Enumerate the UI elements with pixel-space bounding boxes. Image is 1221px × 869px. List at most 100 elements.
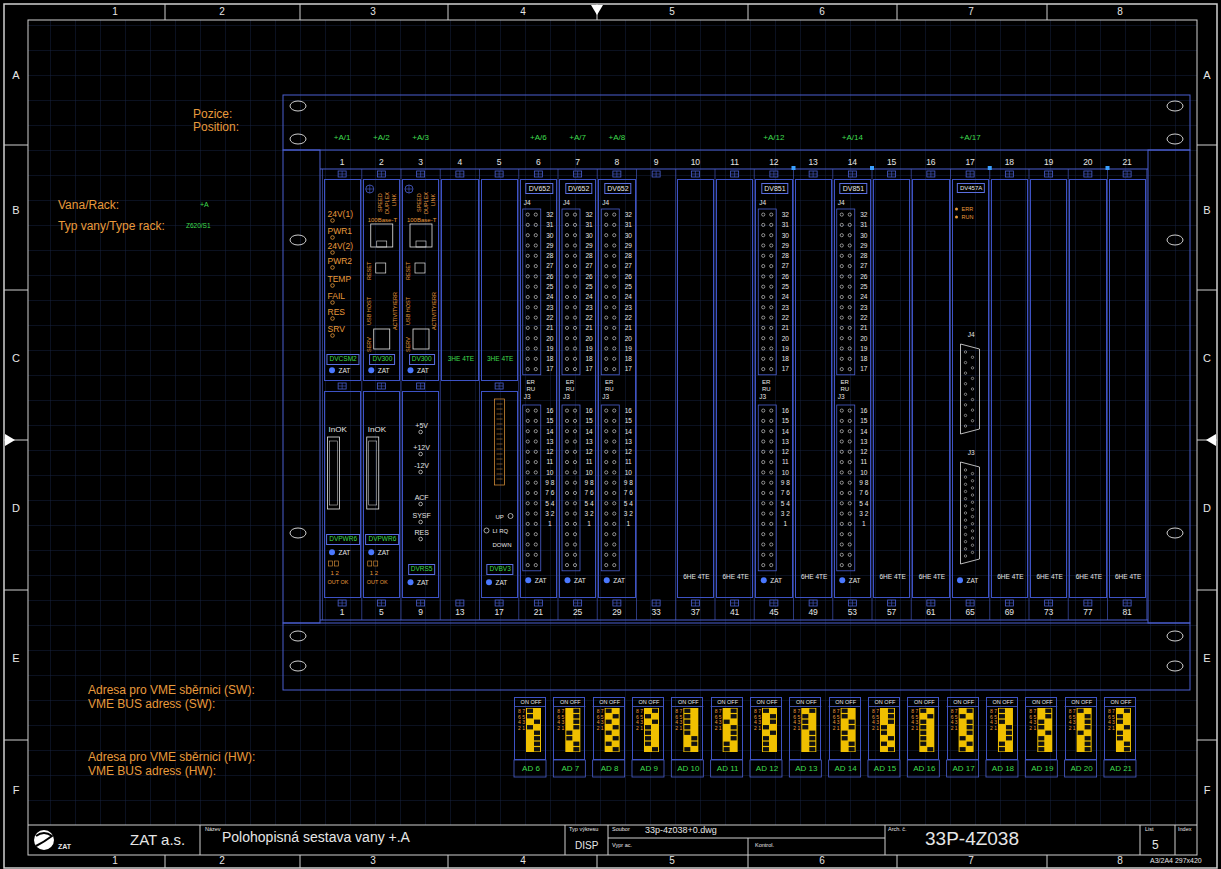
module-label: ACF	[415, 494, 429, 501]
connector-pin	[770, 265, 773, 268]
connector-pin	[565, 244, 568, 247]
screw-symbol	[848, 171, 856, 177]
module-label: J4	[563, 200, 570, 207]
dip-toggle	[684, 747, 690, 751]
connector-pin	[848, 430, 851, 433]
dsub-pin	[971, 494, 973, 496]
grid-row-letter: B	[1203, 205, 1210, 216]
connector-pin	[770, 234, 773, 237]
module-card: DV652J432 31 30 29 28 27 26 25 24 23 22 …	[559, 179, 596, 598]
slot-address: 73	[1044, 608, 1053, 617]
dip-toggle	[573, 714, 579, 718]
screw-symbol	[338, 383, 346, 389]
dip-label: 8 7 6 5 4 3 2 1	[872, 709, 879, 731]
connector-pin	[762, 275, 765, 278]
field-caption: Vypr ac.	[612, 843, 632, 849]
module-label: J4	[968, 332, 975, 339]
dip-toggle	[573, 725, 579, 729]
dsub-pin	[964, 361, 966, 363]
blank-panel-label: 6HE 4TE	[919, 574, 945, 581]
grid-column-number: 5	[669, 856, 675, 866]
dip-toggle	[1038, 720, 1044, 724]
connector-pin	[840, 326, 843, 329]
connector-pin	[573, 419, 576, 422]
connector-pin	[848, 347, 851, 350]
connector-pin	[613, 533, 616, 536]
slot-address: 37	[691, 608, 700, 617]
connector-pin	[848, 306, 851, 309]
connector-pin	[534, 295, 537, 298]
module-label: TEMP	[328, 275, 352, 284]
module-label: ZAT	[967, 578, 979, 585]
dip-toggle	[967, 709, 973, 713]
connector-pin	[573, 326, 576, 329]
connector-pin	[840, 543, 843, 546]
connector-pin	[534, 275, 537, 278]
dip-label: ON OFF	[560, 700, 581, 706]
address-caption: Adresa pro VME sběrnici (HW):	[88, 751, 255, 763]
pin-numbers: 32 31 30 29 28 27 26 25 24 23 22 21 20 1…	[779, 210, 791, 375]
connector-pin	[770, 326, 773, 329]
screw-symbol	[1084, 600, 1092, 606]
connector-pin	[770, 543, 773, 546]
grid-row-letter: F	[13, 785, 20, 796]
pin-numbers: 16 15 14 13 12 11 10 9 8 7 6 5 4 3 2 1	[779, 406, 791, 530]
dip-toggle	[1117, 731, 1123, 735]
module-label: J3	[524, 394, 531, 401]
connector-pin	[770, 471, 773, 474]
dip-toggle	[960, 714, 966, 718]
module-label: DUPLEX	[385, 192, 391, 214]
connector-pin	[762, 419, 765, 422]
screw-symbol	[770, 171, 778, 177]
field-caption: Kontrol.	[755, 843, 774, 849]
connector-pin	[840, 522, 843, 525]
connector-pin	[613, 295, 616, 298]
module-label: ER RU	[839, 379, 851, 392]
connector-pin	[770, 316, 773, 319]
zat-button	[957, 577, 963, 583]
dip-toggle	[763, 709, 769, 713]
indicator-led	[331, 284, 335, 288]
connector-pin	[534, 440, 537, 443]
connector-pin	[534, 234, 537, 237]
rj45-jack	[377, 241, 387, 247]
dip-label: ON OFF	[678, 700, 699, 706]
indicator-led	[508, 514, 513, 519]
connector-pin	[565, 254, 568, 257]
module-label: ERR	[962, 207, 974, 213]
dip-toggle	[566, 736, 572, 740]
connector-pin	[613, 543, 616, 546]
connector-pin	[613, 326, 616, 329]
dip-header-line	[1065, 706, 1097, 707]
dip-label-cell	[868, 760, 900, 777]
grid-column-number: 1	[112, 856, 118, 866]
module-label: ZAT	[417, 580, 429, 587]
dip-toggle	[527, 725, 533, 729]
dip-toggle	[849, 747, 855, 751]
connector-pin	[534, 533, 537, 536]
address-caption: VME BUS adress (HW):	[88, 765, 216, 777]
blank-panel-label: 6HE 4TE	[879, 574, 905, 581]
connector-pin	[526, 326, 529, 329]
indicator-led	[484, 528, 489, 533]
dip-switch-body	[1116, 708, 1131, 752]
address-tag: AD 11	[717, 765, 739, 773]
dip-switch: ON OFF8 7 6 5 4 3 2 1AD 14	[829, 697, 861, 760]
dsub-connector	[961, 344, 980, 434]
slot-marker	[1106, 166, 1110, 170]
connector-pin	[613, 275, 616, 278]
connector-pin	[526, 522, 529, 525]
dip-toggle	[527, 714, 533, 718]
module-label: SERV	[367, 337, 373, 352]
dip-toggle	[920, 725, 926, 729]
module-label: SERV	[406, 337, 412, 352]
dip-toggle	[1085, 747, 1091, 751]
connector-pin	[605, 409, 608, 412]
module-label: DV851	[840, 183, 867, 194]
screw-symbol	[809, 171, 817, 177]
connector-pin	[840, 553, 843, 556]
connector-pin	[605, 471, 608, 474]
module-label: SYSF	[412, 512, 430, 519]
screw-symbol	[456, 171, 464, 177]
